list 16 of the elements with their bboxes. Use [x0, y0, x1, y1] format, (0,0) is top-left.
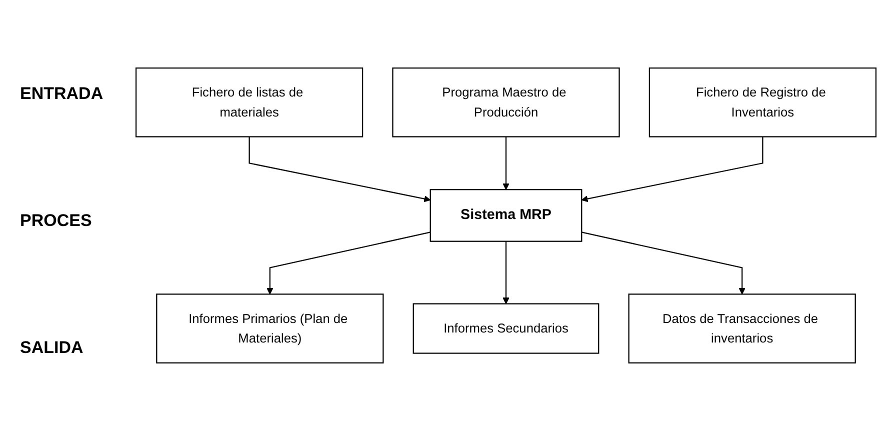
arrow	[266, 232, 430, 294]
node-box: Informes Primarios (Plan de Materiales)	[156, 294, 384, 364]
node-box: Sistema MRP	[430, 189, 582, 242]
node-box: Datos de Transacciones de inventarios	[628, 294, 856, 364]
node-box: Fichero de listas de materiales	[135, 68, 364, 138]
arrow	[502, 241, 510, 304]
arrow	[502, 136, 510, 190]
row-label: SALIDA	[19, 338, 84, 358]
node-box: Programa Maestro de Producción	[392, 68, 620, 138]
row-label: PROCES	[19, 210, 93, 230]
row-label: ENTRADA	[19, 84, 104, 104]
node-box: Informes Secundarios	[412, 303, 600, 354]
arrow	[248, 136, 431, 202]
arrow	[582, 232, 746, 294]
node-box: Fichero de Registro de Inventarios	[648, 68, 877, 138]
arrow	[581, 136, 764, 202]
